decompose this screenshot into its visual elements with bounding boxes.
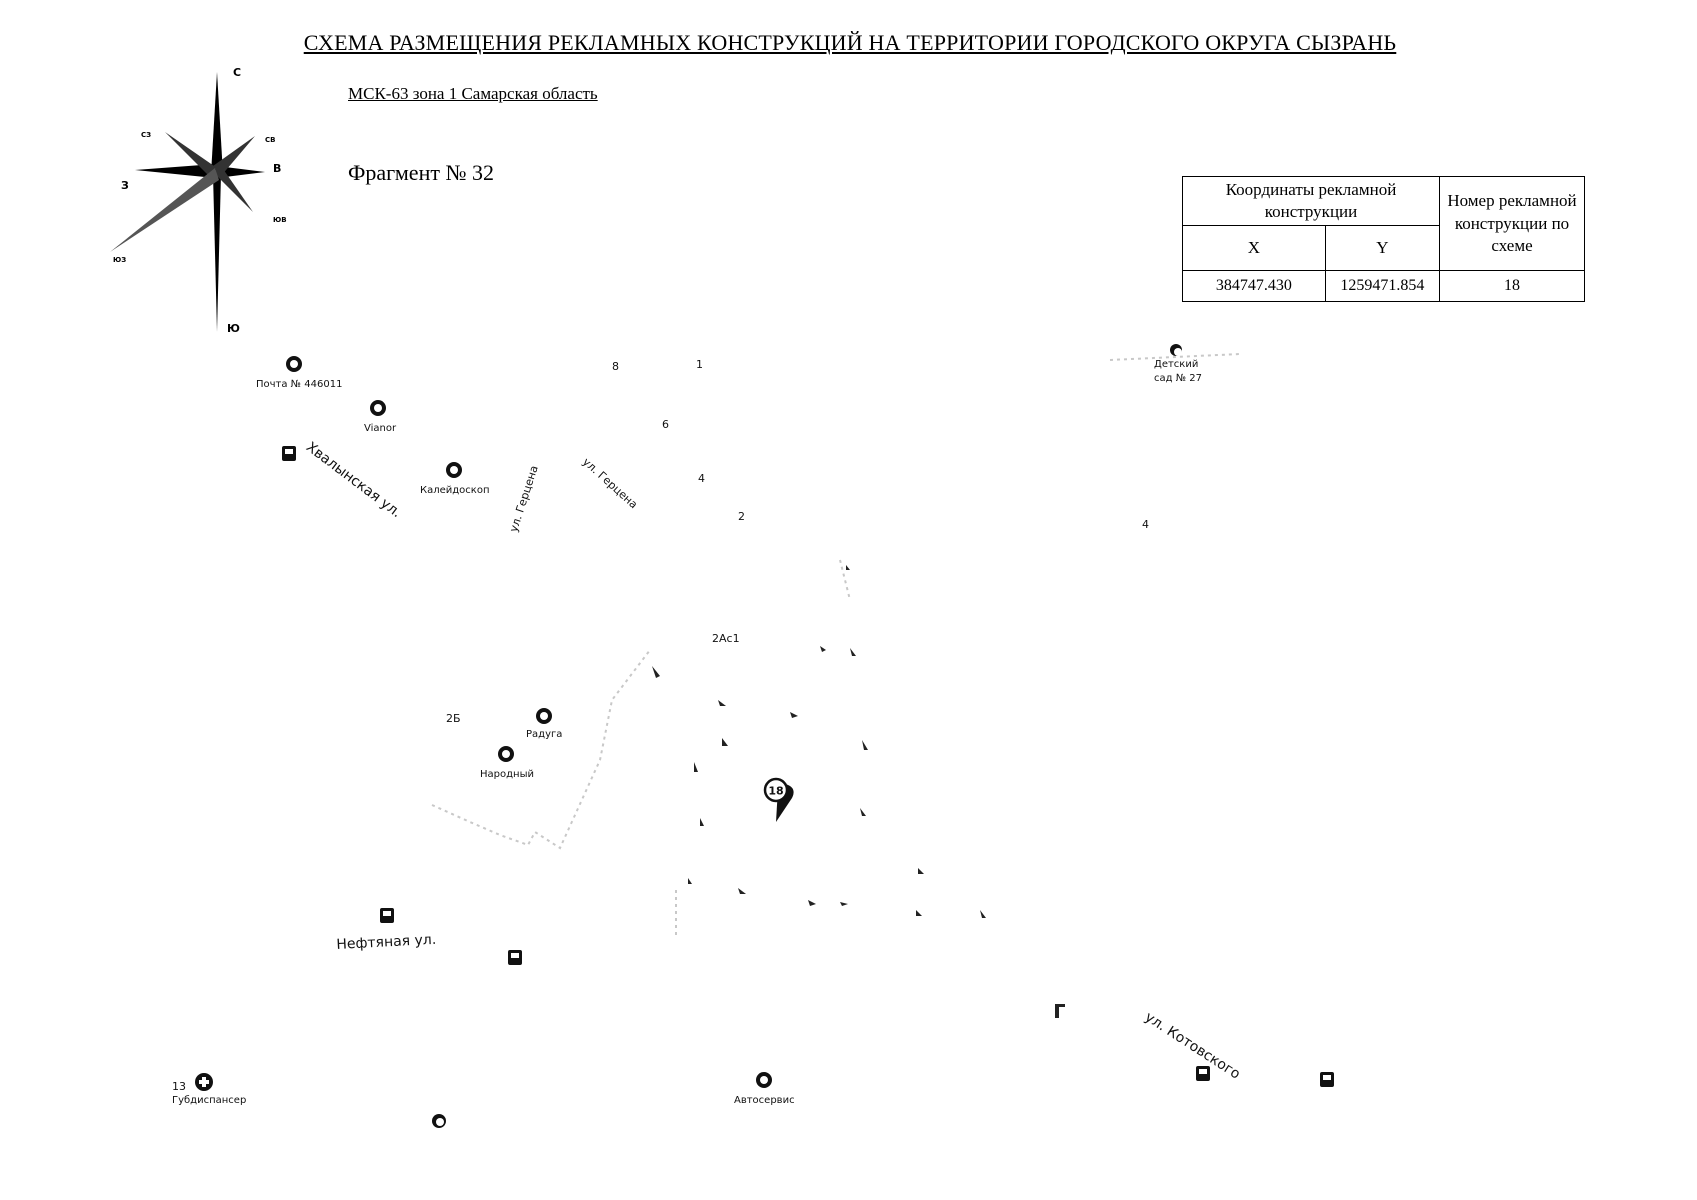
- house-number: 6: [662, 418, 669, 431]
- x-value: 384747.430: [1182, 270, 1326, 303]
- building-outline: [431, 649, 651, 850]
- house-number: 4: [698, 472, 705, 485]
- shop-icon: [536, 708, 552, 724]
- poi-raduga-label: Радуга: [526, 729, 563, 740]
- poi-kaleidoskop-label: Калейдоскоп: [420, 485, 490, 496]
- road-edge-line: [839, 559, 851, 601]
- house-number: 2Ас1: [712, 632, 740, 645]
- compass-nw-label: СЗ: [141, 131, 151, 139]
- kindergarten-icon: [1170, 344, 1182, 356]
- poi-kindergarten-label-2: сад № 27: [1154, 373, 1203, 384]
- road-edge-line: [1109, 353, 1241, 361]
- poi-post-label: Почта № 446011: [256, 379, 343, 390]
- bus-stop-icon: [1196, 1066, 1210, 1081]
- poi-narodny-label: Народный: [480, 769, 534, 780]
- marker-number: 18: [768, 785, 783, 798]
- poi-kindergarten-label-1: Детский: [1154, 359, 1199, 370]
- post-office-icon: [286, 356, 302, 372]
- house-number: 4: [1142, 518, 1149, 531]
- coordinate-system-label: МСК-63 зона 1 Самарская область: [348, 84, 598, 103]
- compass-se-label: ЮВ: [273, 216, 287, 224]
- construction-number: 18: [1439, 270, 1585, 303]
- bus-stop-icon: [508, 950, 522, 965]
- house-number: 2: [738, 510, 745, 523]
- y-value: 1259471.854: [1324, 270, 1441, 303]
- number-header: Номер рекламной конструкции по схеме: [1439, 175, 1585, 272]
- compass-e-label: В: [273, 162, 281, 175]
- poi-vianor-label: Vianor: [364, 423, 397, 434]
- compass-sw-label: ЮЗ: [113, 256, 126, 264]
- shop-icon: [498, 746, 514, 762]
- house-number: 13: [172, 1080, 186, 1093]
- hospital-icon: [195, 1073, 213, 1091]
- house-number: 8: [612, 360, 619, 373]
- bus-stop-icon: [380, 908, 394, 923]
- table-row: 384747.430 1259471.854 18: [1182, 270, 1585, 303]
- shop-icon: [446, 462, 462, 478]
- compass-ne-label: СВ: [265, 136, 275, 144]
- car-service-icon: [756, 1072, 772, 1088]
- fragment-label: Фрагмент № 32: [348, 160, 494, 185]
- compass-s-label: Ю: [227, 322, 240, 335]
- x-column-header: X: [1182, 225, 1326, 272]
- coordinates-table: Координаты рекламной конструкции Номер р…: [1182, 175, 1585, 303]
- poi-gubdispanser-label: Губдиспансер: [172, 1095, 247, 1106]
- ad-construction-marker-icon[interactable]: 18: [762, 776, 802, 824]
- tire-service-icon: [370, 400, 386, 416]
- compass-rose-icon: С Ю З В СЗ СВ ЮВ ЮЗ: [110, 66, 287, 335]
- compass-w-label: З: [121, 179, 129, 192]
- y-column-header: Y: [1324, 225, 1441, 272]
- house-number: 2Б: [446, 712, 461, 725]
- page-title: СХЕМА РАЗМЕЩЕНИЯ РЕКЛАМНЫХ КОНСТРУКЦИЙ Н…: [303, 30, 1397, 55]
- bus-stop-icon: [1320, 1072, 1334, 1087]
- bus-stop-icon: [282, 446, 296, 461]
- poi-icon: [432, 1114, 446, 1128]
- coords-header: Координаты рекламной конструкции: [1182, 175, 1440, 227]
- house-number: 1: [696, 358, 703, 371]
- poi-avtoservis-label: Автосервис: [734, 1095, 795, 1106]
- compass-n-label: С: [233, 66, 241, 79]
